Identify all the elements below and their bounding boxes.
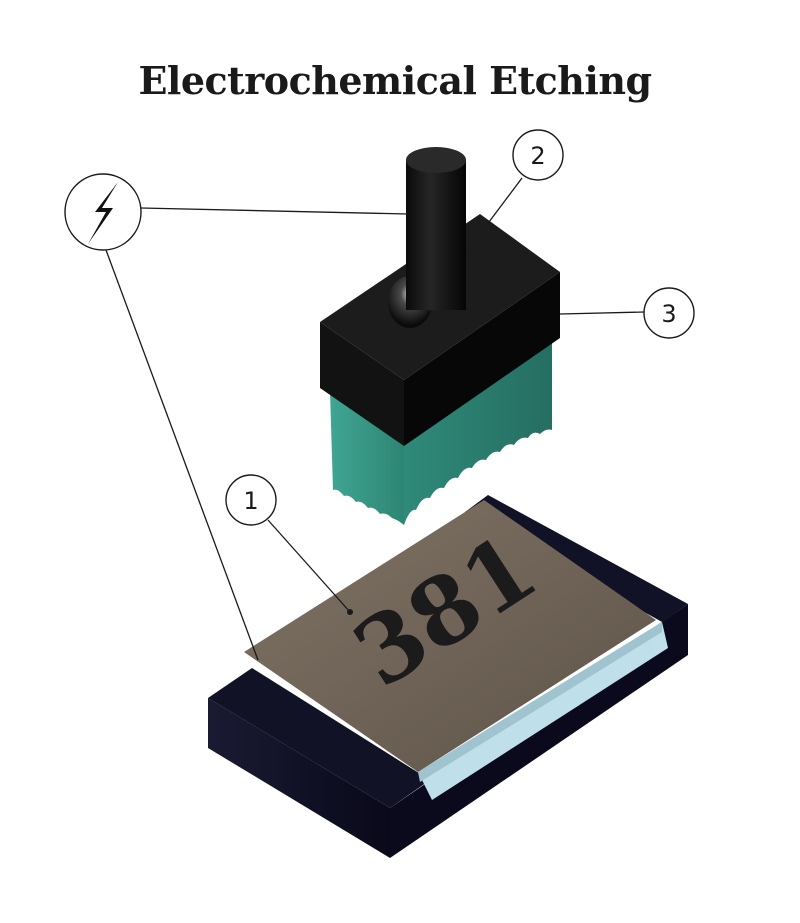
callout-2: 2 [512, 129, 564, 181]
power-leader-to-workpiece [105, 249, 259, 661]
leader-lines [105, 177, 645, 661]
electrode-rod-top [406, 147, 466, 173]
callout-3-label: 3 [661, 300, 676, 328]
contact-strip-shadow [418, 622, 662, 782]
power-source-symbol [64, 173, 142, 251]
workpiece: 381 [208, 495, 688, 858]
callout-2-label: 2 [530, 142, 545, 170]
callout-2-leader [485, 177, 523, 227]
callout-1-circle [225, 474, 277, 526]
callout-3-circle [643, 287, 695, 339]
page-title: Electrochemical Etching [138, 58, 652, 103]
power-leader-to-rod [140, 207, 409, 215]
holder-right-face [404, 272, 560, 446]
felt-pad-right-face [404, 338, 552, 525]
callout-1-label: 1 [243, 487, 258, 515]
electrode [320, 147, 560, 525]
workpiece-front-face [208, 698, 390, 858]
workpiece-left-cap [208, 668, 430, 808]
electrode-rod [406, 160, 466, 310]
callout-3: 3 [643, 287, 695, 339]
holder-front-face [320, 322, 404, 446]
callout-2-circle [512, 129, 564, 181]
callout-3-leader [559, 311, 645, 315]
felt-pad-left-face [330, 392, 404, 525]
callout-1: 1 [225, 474, 277, 526]
workpiece-top-surface [244, 500, 656, 772]
callout-1-leader [267, 519, 351, 613]
